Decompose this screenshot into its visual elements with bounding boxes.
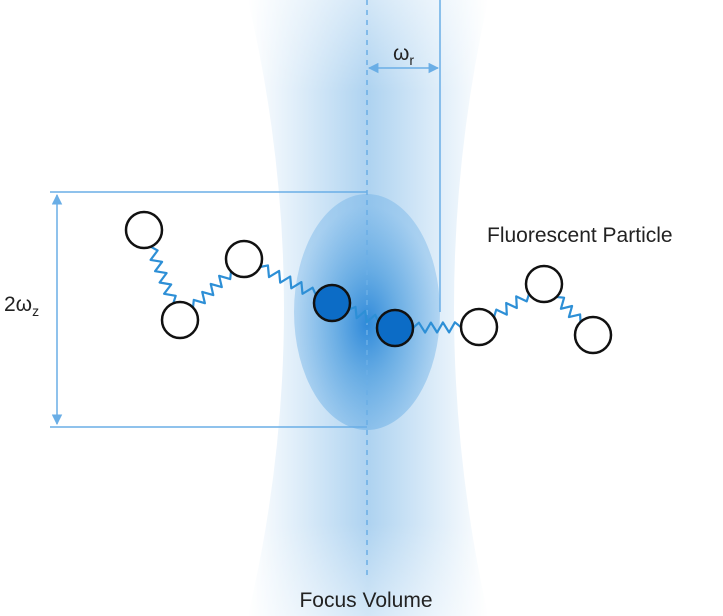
particle-chain <box>124 210 613 355</box>
linker-spring <box>348 305 380 324</box>
linker-spring <box>191 271 233 308</box>
linker-springs <box>149 245 582 334</box>
linker-spring <box>259 264 317 296</box>
particle-outside-focus <box>524 264 564 304</box>
linker-spring <box>412 321 462 334</box>
particle-in-focus <box>312 283 352 323</box>
fluorescent-particle-label: Fluorescent Particle <box>487 224 673 247</box>
particle-outside-focus <box>459 307 499 347</box>
axial-label: 2ωz <box>4 293 39 319</box>
focus-volume-label: Focus Volume <box>299 589 432 612</box>
radius-label: ωr <box>393 42 414 68</box>
particle-outside-focus <box>573 315 613 355</box>
linker-spring <box>149 245 177 304</box>
linker-spring <box>556 295 582 323</box>
particle-outside-focus <box>160 300 200 340</box>
particle-outside-focus <box>124 210 164 250</box>
linker-spring <box>492 293 531 318</box>
particle-outside-focus <box>224 239 264 279</box>
particle-in-focus <box>375 308 415 348</box>
